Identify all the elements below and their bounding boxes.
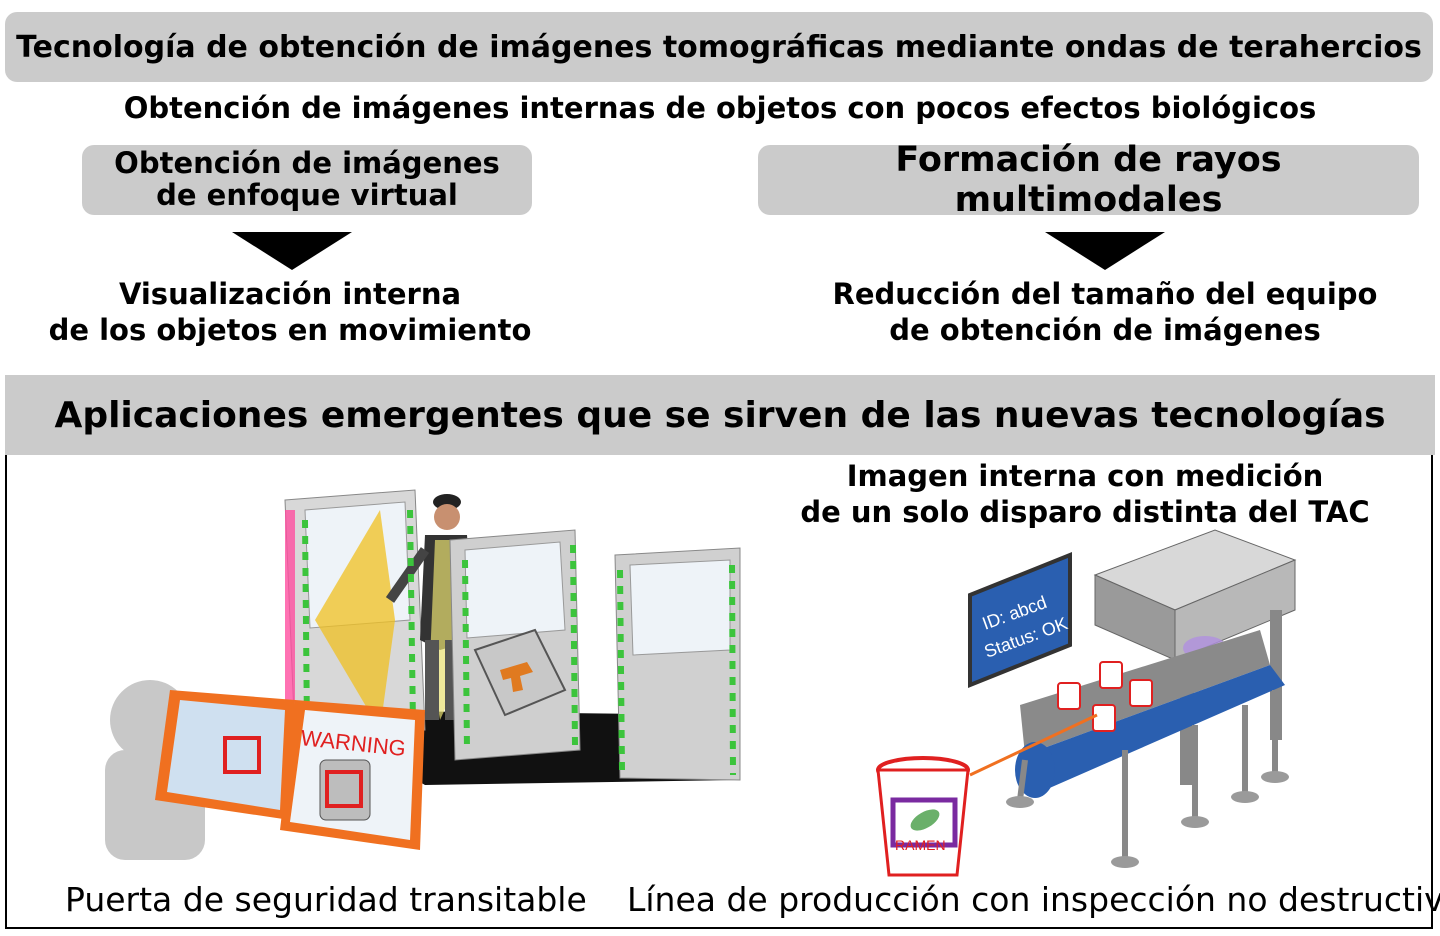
gun-icon bbox=[500, 662, 533, 692]
imaging-note-line-2: de un solo disparo distinta del TAC bbox=[800, 495, 1370, 530]
main-title: Tecnología de obtención de imágenes tomo… bbox=[16, 29, 1422, 65]
imaging-note: Imagen interna con medición de un solo d… bbox=[760, 458, 1410, 531]
moving-objects-result-line-2: de los objetos en movimiento bbox=[48, 313, 532, 348]
security-gate-caption: Puerta de seguridad transitable bbox=[65, 880, 587, 919]
cup-label: RAMEN bbox=[895, 837, 946, 853]
moving-objects-result-line-1: Visualización interna bbox=[118, 277, 462, 311]
scan-monitor-2: WARNING bbox=[280, 700, 425, 850]
equipment-size-result-line-2: de obtención de imágenes bbox=[889, 313, 1321, 348]
applications-title: Aplicaciones emergentes que se sirven de… bbox=[54, 394, 1386, 436]
production-line-caption: Línea de producción con inspección no de… bbox=[627, 880, 1440, 919]
equipment-size-result: Reducción del tamaño del equipo de obten… bbox=[800, 276, 1410, 349]
security-gate-illustration: WARNING bbox=[105, 489, 741, 860]
applications-frame bbox=[5, 455, 1433, 929]
scanner-housing bbox=[1093, 529, 1297, 785]
multimodal-beam-box: Formación de rayos multimodales bbox=[758, 140, 1419, 220]
virtual-focus-label-line-1: Obtención de imágenes bbox=[114, 146, 500, 181]
subtitle: Obtención de imágenes internas de objeto… bbox=[123, 91, 1317, 125]
virtual-focus-box: Obtención de imágenes de enfoque virtual bbox=[82, 145, 532, 215]
status-screen: ID: abcd Status: OK bbox=[968, 552, 1072, 688]
down-arrow-left-icon bbox=[232, 232, 352, 270]
terahertz-beam-icon bbox=[315, 510, 395, 730]
equipment-size-result-line-1: Reducción del tamaño del equipo bbox=[832, 277, 1378, 311]
imaging-note-line-1: Imagen interna con medición bbox=[846, 459, 1324, 493]
virtual-focus-label-line-2: de enfoque virtual bbox=[156, 178, 458, 212]
scan-monitor-1 bbox=[155, 690, 295, 820]
applications-title-bar: Aplicaciones emergentes que se sirven de… bbox=[5, 375, 1435, 455]
moving-objects-result: Visualización interna de los objetos en … bbox=[40, 276, 540, 349]
main-title-bar: Tecnología de obtención de imágenes tomo… bbox=[5, 12, 1433, 82]
down-arrow-right-icon bbox=[1045, 232, 1165, 270]
ramen-cup-icon: RAMEN bbox=[876, 756, 970, 877]
multimodal-beam-label: Formación de rayos multimodales bbox=[895, 140, 1282, 220]
production-line-illustration: ID: abcd Status: OK bbox=[876, 529, 1297, 877]
suitcase-icon bbox=[473, 628, 567, 717]
